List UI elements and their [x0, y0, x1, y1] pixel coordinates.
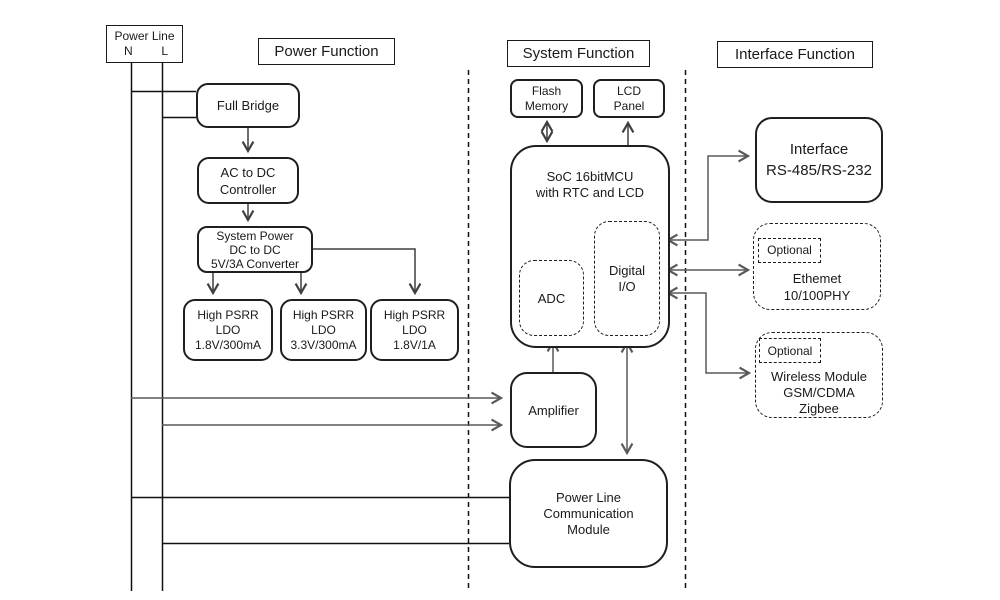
adc-block: ADC: [519, 260, 584, 336]
ethernet-optional-badge: Optional: [758, 238, 821, 263]
system-function-title: System Function: [507, 40, 650, 67]
power-function-title: Power Function: [258, 38, 395, 65]
power-line-box: Power Line N L: [106, 25, 183, 63]
flash-memory-block: Flash Memory: [510, 79, 583, 118]
power-line-label: Power Line: [114, 29, 175, 43]
amplifier-block: Amplifier: [510, 372, 597, 448]
power-line-communication-module-block: Power Line Communication Module: [509, 459, 668, 568]
lcd-panel-block: LCD Panel: [593, 79, 665, 118]
full-bridge-label: Full Bridge: [216, 98, 280, 113]
neutral-terminal-label: N: [124, 44, 133, 58]
wireless-label: Wireless Module GSM/CDMA Zigbee: [770, 369, 868, 416]
soc-mcu-block: SoC 16bitMCU with RTC and LCD: [510, 145, 670, 348]
digital-io-block: Digital I/O: [594, 221, 660, 336]
system-power-converter-block: System Power DC to DC 5V/3A Converter: [197, 226, 313, 273]
ac-dc-controller-block: AC to DC Controller: [197, 157, 299, 204]
wireless-module-block: Optional Wireless Module GSM/CDMA Zigbee: [755, 332, 883, 418]
power-line-terminals: N L: [107, 44, 182, 59]
system-power-to-ldo3-arrow: [313, 248, 415, 293]
live-terminal-label: L: [161, 44, 168, 58]
ldo-1v8-300ma-block: High PSRR LDO 1.8V/300mA: [183, 299, 273, 361]
ldo-3v3-300ma-block: High PSRR LDO 3.3V/300mA: [280, 299, 367, 361]
digital-io-interface-arrow: [668, 156, 748, 240]
ethernet-block: Optional Ethemet 10/100PHY: [753, 223, 881, 310]
wireless-optional-badge: Optional: [759, 338, 821, 363]
rs485-rs232-interface-block: Interface RS-485/RS-232: [755, 117, 883, 203]
ldo-1v8-1a-block: High PSRR LDO 1.8V/1A: [370, 299, 459, 361]
ethernet-label: Ethemet 10/100PHY: [783, 271, 851, 303]
digital-io-wireless-arrow: [668, 293, 749, 373]
full-bridge-block: Full Bridge: [196, 83, 300, 128]
interface-function-title: Interface Function: [717, 41, 873, 68]
